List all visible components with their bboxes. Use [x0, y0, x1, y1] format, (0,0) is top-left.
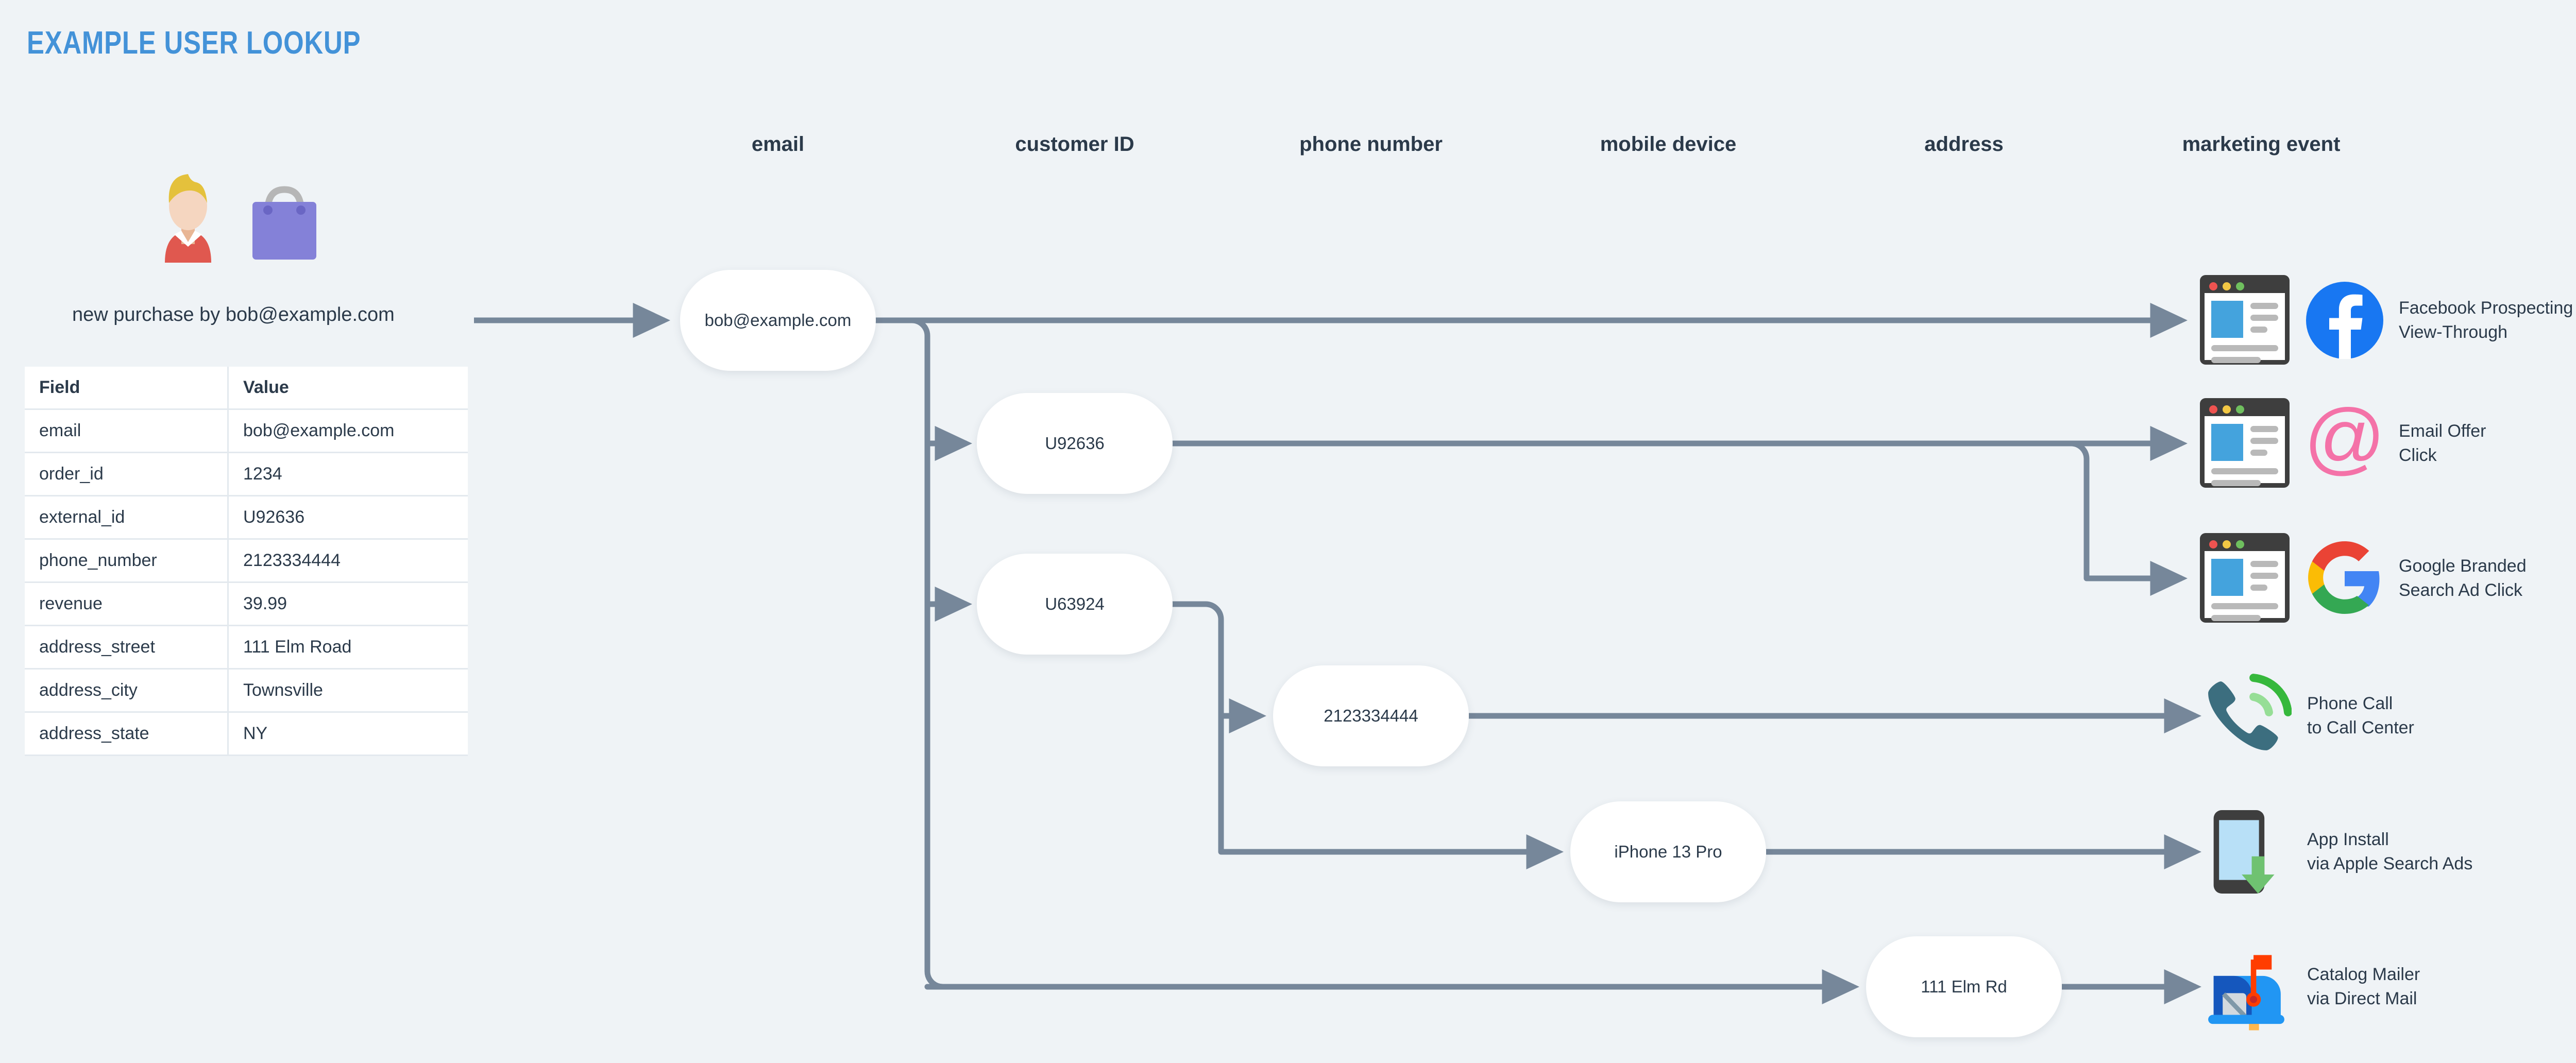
table-cell-field: revenue — [25, 583, 229, 626]
google-g-icon — [2306, 540, 2383, 617]
table-cell-field: email — [25, 410, 229, 453]
table-cell-value: 39.99 — [229, 583, 468, 626]
event-label-line2: Search Ad Click — [2399, 580, 2522, 600]
event-label-line1: Facebook Prospecting — [2399, 298, 2573, 318]
event-label-line1: Google Branded — [2399, 556, 2527, 576]
event-label-line1: Email Offer — [2399, 421, 2486, 441]
shopping-bag-icon — [252, 186, 316, 260]
column-header: customer ID — [1015, 133, 1134, 156]
table-cell-value: NY — [229, 713, 468, 756]
table-cell-field: address_street — [25, 626, 229, 670]
table-cell-field: address_state — [25, 713, 229, 756]
table-cell-value: bob@example.com — [229, 410, 468, 453]
table-header-value: Value — [229, 367, 468, 410]
source-label: new purchase by bob@example.com — [72, 304, 395, 325]
table-cell-field: order_id — [25, 453, 229, 496]
event-label-line2: via Direct Mail — [2307, 989, 2417, 1008]
marketing-event-row-catalog[interactable]: Catalog Mailer via Direct Mail — [2196, 941, 2420, 1032]
table-cell-field: address_city — [25, 670, 229, 713]
source-icon-group — [139, 165, 355, 268]
column-header: address — [1924, 133, 2004, 156]
table-cell-field: phone_number — [25, 540, 229, 583]
event-label-line2: Click — [2399, 445, 2437, 465]
event-label-line2: via Apple Search Ads — [2307, 854, 2473, 873]
table-cell-value: 1234 — [229, 453, 468, 496]
node-pill-cust1[interactable]: U92636 — [977, 393, 1173, 494]
node-pill-device[interactable]: iPhone 13 Pro — [1570, 801, 1766, 902]
column-header: email — [751, 133, 805, 156]
event-label-line1: Phone Call — [2307, 694, 2393, 714]
marketing-event-label: Catalog Mailer via Direct Mail — [2307, 963, 2420, 1011]
phone-download-icon — [2201, 807, 2292, 897]
marketing-event-label: Phone Call to Call Center — [2307, 692, 2414, 740]
marketing-event-row-phone-call[interactable]: Phone Call to Call Center — [2196, 671, 2414, 761]
phone-ringing-icon — [2201, 671, 2292, 761]
node-pill-cust2[interactable]: U63924 — [977, 554, 1173, 655]
event-label-line2: to Call Center — [2307, 718, 2414, 738]
table-cell-field: external_id — [25, 496, 229, 540]
table-header-row: Field Value — [25, 367, 468, 410]
page-title: EXAMPLE USER LOOKUP — [27, 25, 361, 61]
facebook-icon — [2306, 282, 2383, 359]
table-cell-value: U92636 — [229, 496, 468, 540]
event-label-line1: App Install — [2307, 830, 2389, 850]
table-cell-value: 2123334444 — [229, 540, 468, 583]
browser-window-icon — [2196, 271, 2295, 370]
column-header: marketing event — [2182, 133, 2341, 156]
event-label-line2: View-Through — [2399, 322, 2508, 342]
svg-text:@: @ — [2306, 405, 2383, 482]
table-cell-value: 111 Elm Road — [229, 626, 468, 670]
table-cell-value: Townsville — [229, 670, 468, 713]
marketing-event-row-app-install[interactable]: App Install via Apple Search Ads — [2196, 807, 2472, 897]
node-pill-phone[interactable]: 2123334444 — [1273, 665, 1469, 766]
mailbox-icon — [2201, 941, 2292, 1032]
browser-window-icon — [2196, 529, 2295, 628]
column-header: phone number — [1299, 133, 1443, 156]
node-pill-email[interactable]: bob@example.com — [680, 270, 876, 371]
browser-window-icon — [2196, 394, 2295, 493]
node-pill-address[interactable]: 111 Elm Rd — [1866, 936, 2062, 1037]
event-label-line1: Catalog Mailer — [2307, 965, 2420, 985]
at-sign-icon: @ — [2304, 393, 2385, 483]
column-header: mobile device — [1600, 133, 1737, 156]
table-header-field: Field — [25, 367, 229, 410]
marketing-event-label: App Install via Apple Search Ads — [2307, 828, 2472, 876]
user-avatar-icon — [165, 174, 211, 263]
